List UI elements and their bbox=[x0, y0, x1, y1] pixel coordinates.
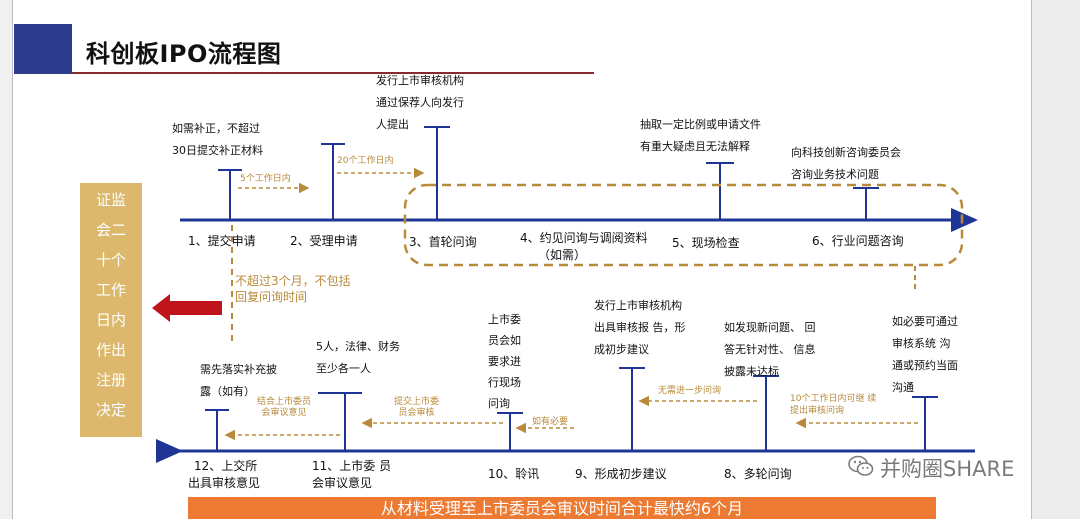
note-communication: 如必要可通过 审核系统 沟 通或预约当面 沟通 bbox=[892, 315, 958, 394]
watermark: 并购圈SHARE bbox=[848, 453, 1014, 483]
right-margin bbox=[1031, 0, 1080, 519]
left-margin bbox=[0, 0, 13, 519]
note-preliminary: 发行上市审核机构 出具审核报 告，形 成初步建议 bbox=[594, 299, 686, 356]
timing-if-needed: 如有必要 bbox=[532, 417, 569, 427]
title-accent-bar bbox=[14, 24, 72, 74]
step-9-label: 9、形成初步建议 bbox=[575, 467, 667, 481]
side-line: 决定 bbox=[95, 401, 126, 419]
side-line: 证监 bbox=[95, 191, 126, 209]
timing-ten-days: 10个工作日内可继 续 提出审核问询 bbox=[790, 394, 877, 416]
timing-5days: 5个工作日内 bbox=[240, 174, 291, 184]
side-line: 作出 bbox=[95, 341, 126, 359]
step-5-label: 5、现场检查 bbox=[672, 236, 740, 250]
step-3-label: 3、首轮问询 bbox=[409, 235, 477, 249]
side-line: 十个 bbox=[95, 251, 126, 269]
note-supplement: 如需补正，不超过 30日提交补正材料 bbox=[172, 122, 263, 157]
side-line: 注册 bbox=[95, 371, 126, 389]
step-1-label: 1、提交申请 bbox=[188, 234, 256, 248]
summary-banner: 从材料受理至上市委员会审议时间合计最快约6个月 bbox=[188, 497, 936, 519]
result-arrow bbox=[152, 294, 222, 322]
note-issue-inquiry: 发行上市审核机构 通过保荐人向发行 人提出 bbox=[376, 74, 464, 131]
timing-20days: 20个工作日内 bbox=[337, 156, 394, 166]
inquiry-region bbox=[403, 183, 964, 267]
step-2-label: 2、受理申请 bbox=[290, 234, 358, 248]
step-4-sub: （如需） bbox=[538, 248, 587, 262]
timing-combine: 结合上市委员 会审议意见 bbox=[257, 397, 312, 418]
note-onsite: 上市委 员会如 要求进 行现场 问询 bbox=[488, 313, 521, 410]
step-11-label: 11、上市委 员 会审议意见 bbox=[312, 459, 392, 490]
step-10-label: 10、聆讯 bbox=[488, 467, 540, 481]
step-6-label: 6、行业问题咨询 bbox=[812, 234, 904, 248]
side-line: 工作 bbox=[95, 281, 126, 299]
step-12-label: 12、上交所 出具审核意见 bbox=[188, 459, 261, 490]
registration-decision-box: 证监 会二 十个 工作 日内 作出 注册 决定 bbox=[80, 183, 142, 437]
side-line: 会二 bbox=[95, 221, 126, 239]
step-4-label: 4、约见问询与调阅资料 bbox=[520, 231, 648, 245]
timing-submit: 提交上市委 员会审核 bbox=[394, 397, 440, 418]
note-consult: 向科技创新咨询委员会 咨询业务技术问题 bbox=[791, 146, 901, 181]
note-supplement-disclosure: 需先落实补充披 露（如有） bbox=[200, 363, 277, 398]
title-underline bbox=[72, 72, 594, 74]
note-sampling: 抽取一定比例或申请文件 有重大疑虑且无法解释 bbox=[640, 118, 761, 153]
wechat-icon bbox=[848, 455, 874, 482]
note-three-months: 不超过3个月，不包括 回复问询时间 bbox=[235, 274, 351, 304]
side-line: 日内 bbox=[95, 311, 126, 329]
note-new-issue: 如发现新问题、 回 答无针对性、 信息 披露未达标 bbox=[724, 321, 816, 378]
step-8-label: 8、多轮问询 bbox=[724, 467, 792, 481]
timing-no-further: 无需进一步问询 bbox=[658, 386, 722, 396]
note-committee: 5人，法律、财务 至少各一人 bbox=[316, 340, 400, 375]
page-title: 科创板IPO流程图 bbox=[86, 40, 282, 68]
